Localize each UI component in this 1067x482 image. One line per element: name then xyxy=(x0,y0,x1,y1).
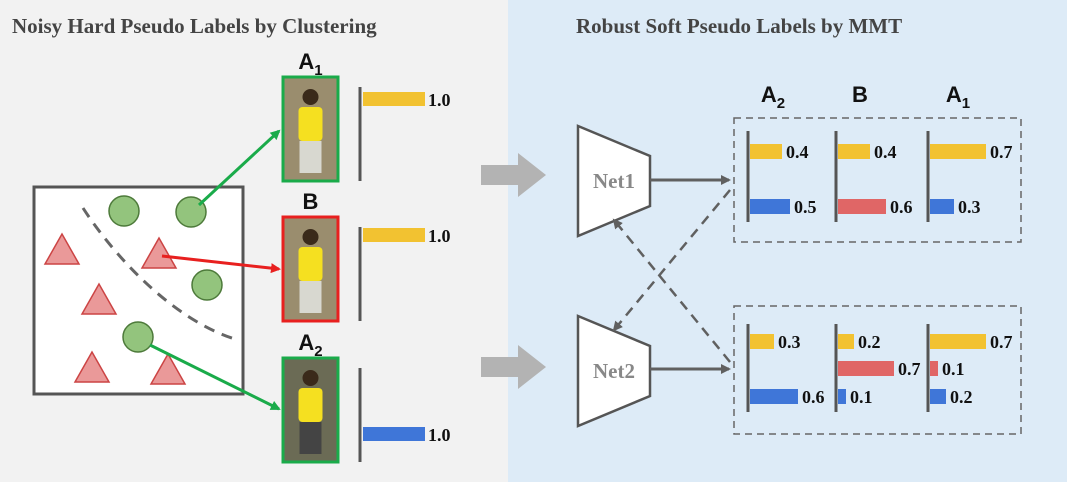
net1-soft-label-bar xyxy=(838,144,870,159)
net1-soft-label-bar xyxy=(930,144,986,159)
hard-label-bar xyxy=(363,92,425,106)
cluster-point-triangle xyxy=(43,232,81,265)
person-head-icon xyxy=(302,89,319,105)
mmt-panel-title: Robust Soft Pseudo Labels by MMT xyxy=(576,14,903,38)
net2-soft-label-bar-value: 0.7 xyxy=(898,359,921,379)
hard-label-bar xyxy=(363,427,425,441)
flow-arrow-net1 xyxy=(481,153,546,197)
flow-arrow-net2 xyxy=(481,345,546,389)
net2-soft-label-bar-value: 0.1 xyxy=(850,387,873,407)
net1-soft-label-bar xyxy=(750,144,782,159)
column-header-3: A1 xyxy=(946,82,970,112)
net1-soft-label-bar-value: 0.7 xyxy=(990,142,1013,162)
sample-label-1: A1 xyxy=(298,49,322,79)
net2-soft-label-bar xyxy=(930,361,938,376)
net2-soft-label-bar xyxy=(838,334,854,349)
net2-shape xyxy=(576,314,652,428)
cluster-point-circle xyxy=(108,195,140,227)
cluster-point-triangle xyxy=(73,350,111,383)
cluster-boundary-line xyxy=(81,207,239,342)
sample-label-3: A2 xyxy=(298,330,322,360)
net2-soft-label-bar-value: 0.6 xyxy=(802,387,825,407)
net2-soft-label-bar-value: 0.1 xyxy=(942,359,965,379)
net2-output-box xyxy=(733,305,1022,435)
person-legs-icon xyxy=(299,281,322,313)
person-shirt-icon xyxy=(298,107,323,141)
hard-label-value: 1.0 xyxy=(428,90,451,110)
hard-label-bar xyxy=(363,228,425,242)
net1-output-box xyxy=(733,117,1022,243)
person-head-icon xyxy=(302,370,319,386)
net2-soft-label-bar xyxy=(750,389,798,404)
sample-label-2: B xyxy=(303,189,319,214)
hard-label-value: 1.0 xyxy=(428,226,451,246)
person-head-icon xyxy=(302,229,319,245)
net1-soft-label-bar xyxy=(750,199,790,214)
cluster-point-triangle xyxy=(80,282,118,315)
net1-soft-label-bar xyxy=(838,199,886,214)
net2-label: Net2 xyxy=(593,359,635,383)
net1-label: Net1 xyxy=(593,169,635,193)
net2-soft-label-bar xyxy=(930,389,946,404)
net2-soft-label-bar-value: 0.7 xyxy=(990,332,1013,352)
net1-soft-label-bar-value: 0.3 xyxy=(958,197,981,217)
net1-soft-label-bar xyxy=(930,199,954,214)
person-shirt-icon xyxy=(298,388,323,422)
column-header-1: A2 xyxy=(761,82,785,112)
net1-soft-label-bar-value: 0.6 xyxy=(890,197,913,217)
assign-arrow-b xyxy=(161,254,281,274)
assign-arrow-a1 xyxy=(197,129,281,207)
net2-soft-label-bar xyxy=(838,361,894,376)
hard-label-value: 1.0 xyxy=(428,425,451,445)
cluster-point-triangle xyxy=(149,352,187,385)
cross-arrow-net2-to-net1 xyxy=(612,218,731,363)
cluster-point-circle xyxy=(191,269,223,301)
net2-soft-label-bar-value: 0.2 xyxy=(950,387,973,407)
cluster-point-circle xyxy=(175,196,207,228)
net2-soft-label-bar-value: 0.2 xyxy=(858,332,881,352)
cluster-point-circle xyxy=(122,321,154,353)
cross-arrow-net1-to-net2 xyxy=(612,189,731,332)
person-legs-icon xyxy=(299,422,322,454)
net2-soft-label-bar xyxy=(930,334,986,349)
person-shirt-icon xyxy=(298,247,323,281)
net1-shape xyxy=(576,124,652,238)
net2-soft-label-bar xyxy=(750,334,774,349)
net1-soft-label-bar-value: 0.4 xyxy=(786,142,809,162)
net1-soft-label-bar-value: 0.5 xyxy=(794,197,817,217)
net2-soft-label-bar xyxy=(838,389,846,404)
clustering-panel-title: Noisy Hard Pseudo Labels by Clustering xyxy=(12,14,377,38)
cluster-point-triangle xyxy=(140,236,178,269)
net2-soft-label-bar-value: 0.3 xyxy=(778,332,801,352)
assign-arrow-a2 xyxy=(149,343,281,411)
net1-soft-label-bar-value: 0.4 xyxy=(874,142,897,162)
column-header-2: B xyxy=(852,82,868,107)
person-legs-icon xyxy=(299,141,322,173)
